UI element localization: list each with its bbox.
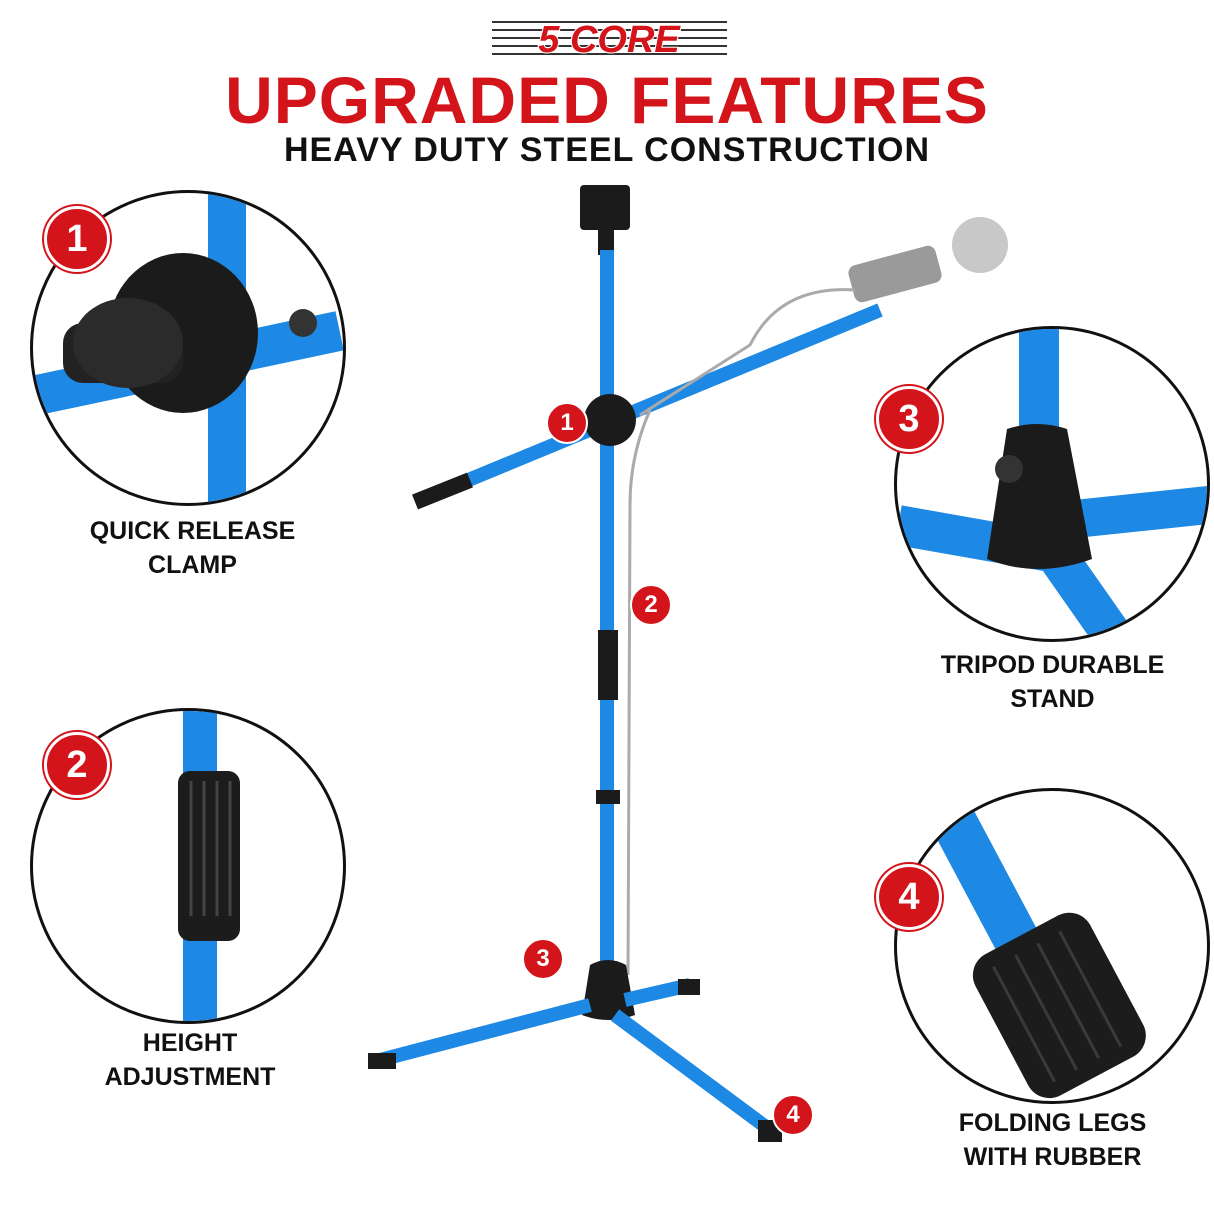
mic-stand-illustration xyxy=(360,175,1020,1165)
feature-caption-rubber: FOLDING LEGS WITH RUBBER xyxy=(958,1109,1147,1171)
page-title: UPGRADED FEATURES xyxy=(225,63,989,137)
feature-badge-2: 2 xyxy=(44,732,110,798)
brand-logo: 5 CORE xyxy=(492,16,727,60)
feature-badge-1: 1 xyxy=(44,206,110,272)
feature-image-rubber-foot xyxy=(894,788,1210,1104)
svg-text:5 CORE: 5 CORE xyxy=(538,19,681,60)
stand-callout-4: 4 xyxy=(772,1094,814,1136)
stand-callout-2: 2 xyxy=(630,584,672,626)
feature-caption-height: HEIGHT ADJUSTMENT xyxy=(104,1029,276,1091)
stand-callout-3: 3 xyxy=(522,938,564,980)
stand-callout-1: 1 xyxy=(546,402,588,444)
feature-badge-3: 3 xyxy=(876,386,942,452)
feature-caption-clamp: QUICK RELEASE CLAMP xyxy=(89,517,296,579)
page-subtitle: HEAVY DUTY STEEL CONSTRUCTION xyxy=(283,131,931,169)
feature-badge-4: 4 xyxy=(876,864,942,930)
feature-image-tripod xyxy=(894,326,1210,642)
feature-caption-tripod: TRIPOD DURABLE STAND xyxy=(940,651,1165,713)
